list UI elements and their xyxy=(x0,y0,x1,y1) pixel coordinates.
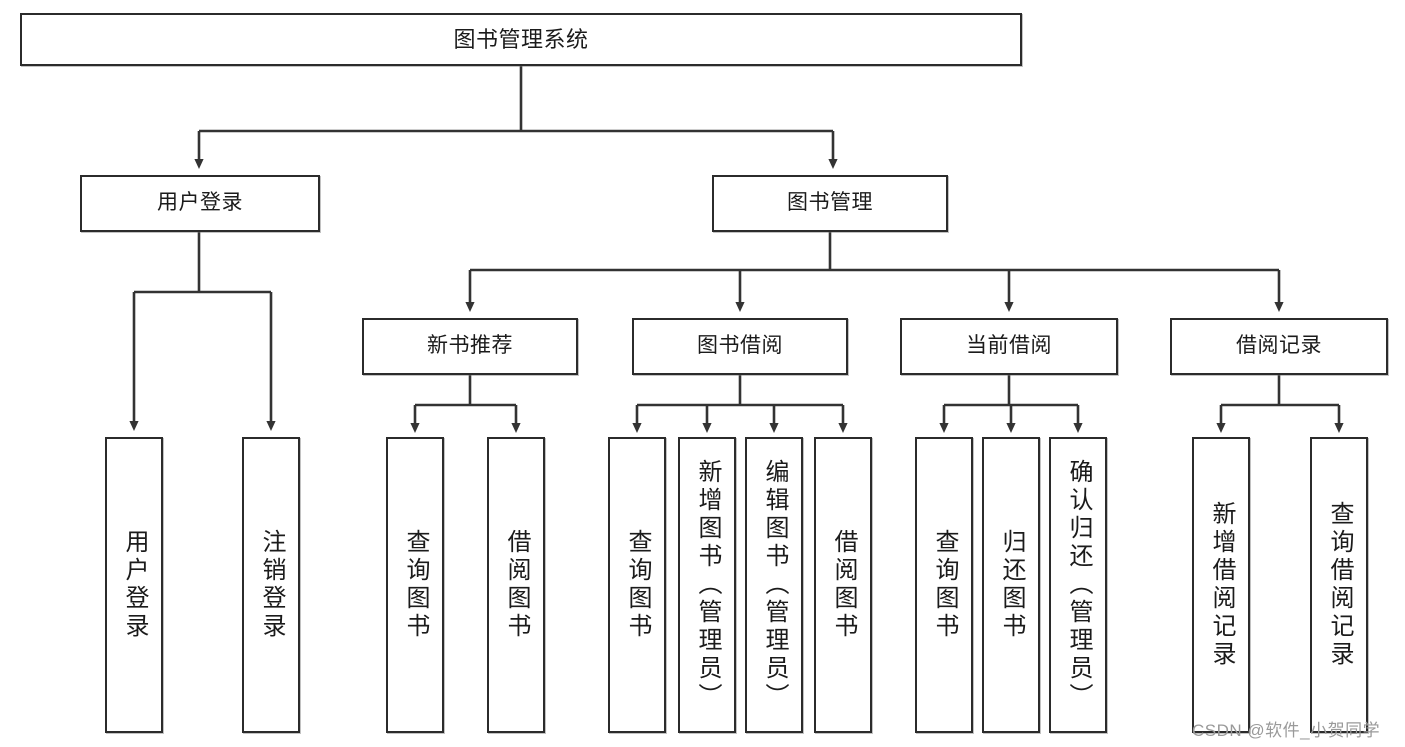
node-leaf-return-book-label: 归还图书 xyxy=(998,529,1025,641)
node-user-login[interactable]: 用户登录 xyxy=(80,175,320,232)
csdn-watermark: CSDN @软件_小贺同学 xyxy=(1192,721,1381,740)
node-book-borrow-label: 图书借阅 xyxy=(697,334,783,358)
node-leaf-user-login[interactable]: 用户登录 xyxy=(105,437,163,733)
node-leaf-borrow-book-label: 借阅图书 xyxy=(830,529,857,641)
node-leaf-query-books-borrow-label: 查询图书 xyxy=(624,529,651,641)
node-leaf-query-borrow-record-label: 查询借阅记录 xyxy=(1326,501,1353,669)
node-leaf-return-book[interactable]: 归还图书 xyxy=(982,437,1040,733)
node-leaf-query-books-borrow[interactable]: 查询图书 xyxy=(608,437,666,733)
node-book-management[interactable]: 图书管理 xyxy=(712,175,948,232)
node-current-borrow-label: 当前借阅 xyxy=(966,334,1052,358)
node-leaf-user-logout[interactable]: 注销登录 xyxy=(242,437,300,733)
node-leaf-query-books-recommend[interactable]: 查询图书 xyxy=(386,437,444,733)
node-leaf-borrow-books-recommend[interactable]: 借阅图书 xyxy=(487,437,545,733)
node-book-borrow[interactable]: 图书借阅 xyxy=(632,318,848,375)
node-current-borrow[interactable]: 当前借阅 xyxy=(900,318,1118,375)
node-new-book-recommend[interactable]: 新书推荐 xyxy=(362,318,578,375)
node-leaf-borrow-books-recommend-label: 借阅图书 xyxy=(503,529,530,641)
node-leaf-query-books-recommend-label: 查询图书 xyxy=(402,529,429,641)
node-leaf-confirm-return-admin[interactable]: 确认归还（管理员） xyxy=(1049,437,1107,733)
node-leaf-add-book-admin-label: 新增图书（管理员） xyxy=(694,459,721,711)
node-borrow-record[interactable]: 借阅记录 xyxy=(1170,318,1388,375)
node-leaf-add-borrow-record-label: 新增借阅记录 xyxy=(1208,501,1235,669)
node-leaf-user-login-label: 用户登录 xyxy=(121,529,148,641)
node-leaf-confirm-return-admin-label: 确认归还（管理员） xyxy=(1065,459,1092,711)
node-leaf-query-borrow-record[interactable]: 查询借阅记录 xyxy=(1310,437,1368,733)
node-root-label: 图书管理系统 xyxy=(453,26,589,52)
node-leaf-edit-book-admin-label: 编辑图书（管理员） xyxy=(761,459,788,711)
node-leaf-add-book-admin[interactable]: 新增图书（管理员） xyxy=(678,437,736,733)
node-borrow-record-label: 借阅记录 xyxy=(1236,334,1322,358)
node-new-book-recommend-label: 新书推荐 xyxy=(427,334,513,358)
node-user-login-label: 用户登录 xyxy=(157,191,243,215)
node-leaf-query-books-current-label: 查询图书 xyxy=(931,529,958,641)
node-leaf-borrow-book[interactable]: 借阅图书 xyxy=(814,437,872,733)
node-leaf-query-books-current[interactable]: 查询图书 xyxy=(915,437,973,733)
node-leaf-user-logout-label: 注销登录 xyxy=(258,529,285,641)
node-leaf-edit-book-admin[interactable]: 编辑图书（管理员） xyxy=(745,437,803,733)
node-book-management-label: 图书管理 xyxy=(787,191,873,215)
node-root[interactable]: 图书管理系统 xyxy=(20,13,1022,66)
node-leaf-add-borrow-record[interactable]: 新增借阅记录 xyxy=(1192,437,1250,733)
